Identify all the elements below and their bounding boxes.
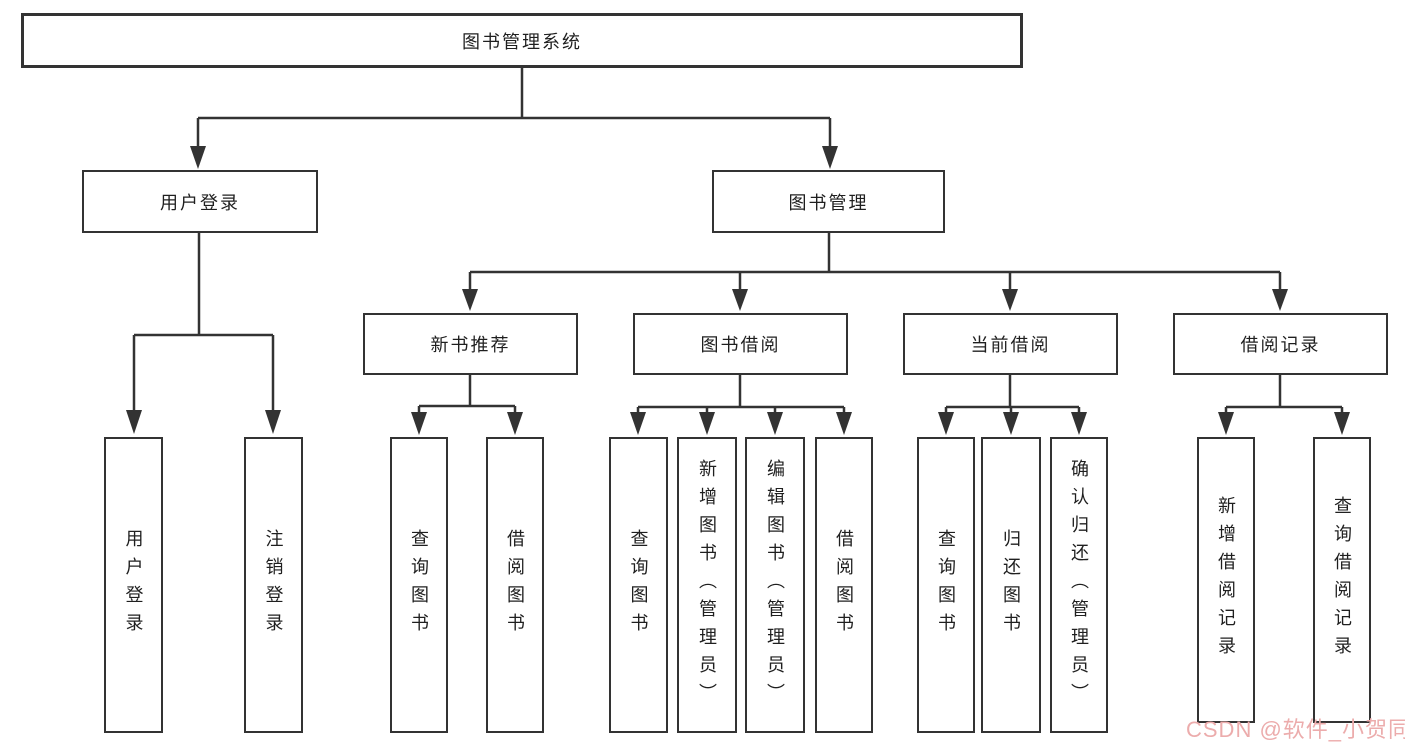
arrowhead	[126, 410, 142, 434]
connector-records-stub	[1226, 375, 1342, 409]
node-leaf-query-borrow-record: 查询借阅记录	[1313, 437, 1371, 723]
node-new-book-recommend: 新书推荐	[363, 313, 578, 375]
arrowhead	[938, 412, 954, 435]
csdn-watermark: CSDN @软件_小贺同学	[1186, 717, 1405, 742]
connector-current-stub	[946, 375, 1079, 409]
node-leaf-borrow-books-2: 借阅图书	[815, 437, 873, 733]
arrowhead	[1003, 412, 1019, 435]
node-leaf-add-borrow-record: 新增借阅记录	[1197, 437, 1255, 723]
node-book-borrowing: 图书借阅	[633, 313, 848, 375]
arrowhead	[1002, 289, 1018, 311]
node-borrowing-records: 借阅记录	[1173, 313, 1388, 375]
connector-bookmgmt-stub	[470, 233, 1280, 274]
arrowhead	[507, 412, 523, 435]
arrowhead	[1334, 412, 1350, 435]
arrowhead	[190, 146, 206, 169]
node-user-login-branch: 用户登录	[82, 170, 318, 233]
node-leaf-add-book-admin: 新增图书（管理员）	[677, 437, 737, 733]
arrowhead	[462, 289, 478, 311]
node-leaf-borrow-books-1: 借阅图书	[486, 437, 544, 733]
node-leaf-confirm-return-admin: 确认归还（管理员）	[1050, 437, 1108, 733]
node-leaf-edit-book-admin: 编辑图书（管理员）	[745, 437, 805, 733]
arrowhead	[411, 412, 427, 435]
node-leaf-query-books-3: 查询图书	[917, 437, 975, 733]
node-leaf-user-login: 用户登录	[104, 437, 163, 733]
node-leaf-query-books-2: 查询图书	[609, 437, 668, 733]
node-leaf-query-books-1: 查询图书	[390, 437, 448, 733]
node-leaf-logout: 注销登录	[244, 437, 303, 733]
node-book-management-branch: 图书管理	[712, 170, 945, 233]
connector-root-stub	[198, 68, 830, 120]
arrowhead	[1071, 412, 1087, 435]
node-current-borrowing: 当前借阅	[903, 313, 1118, 375]
arrowhead	[732, 289, 748, 311]
arrowhead	[630, 412, 646, 435]
connector-userlogin-stub	[134, 233, 273, 337]
arrowhead	[767, 412, 783, 435]
connector-borrow-stub	[638, 375, 844, 409]
arrowhead	[822, 146, 838, 169]
arrowhead	[699, 412, 715, 435]
arrowhead	[836, 412, 852, 435]
connector-newbook-stub	[419, 375, 515, 408]
arrowhead	[1272, 289, 1288, 311]
arrowhead	[1218, 412, 1234, 435]
node-root-library-system: 图书管理系统	[21, 13, 1023, 68]
arrowhead	[265, 410, 281, 434]
node-leaf-return-books: 归还图书	[981, 437, 1041, 733]
